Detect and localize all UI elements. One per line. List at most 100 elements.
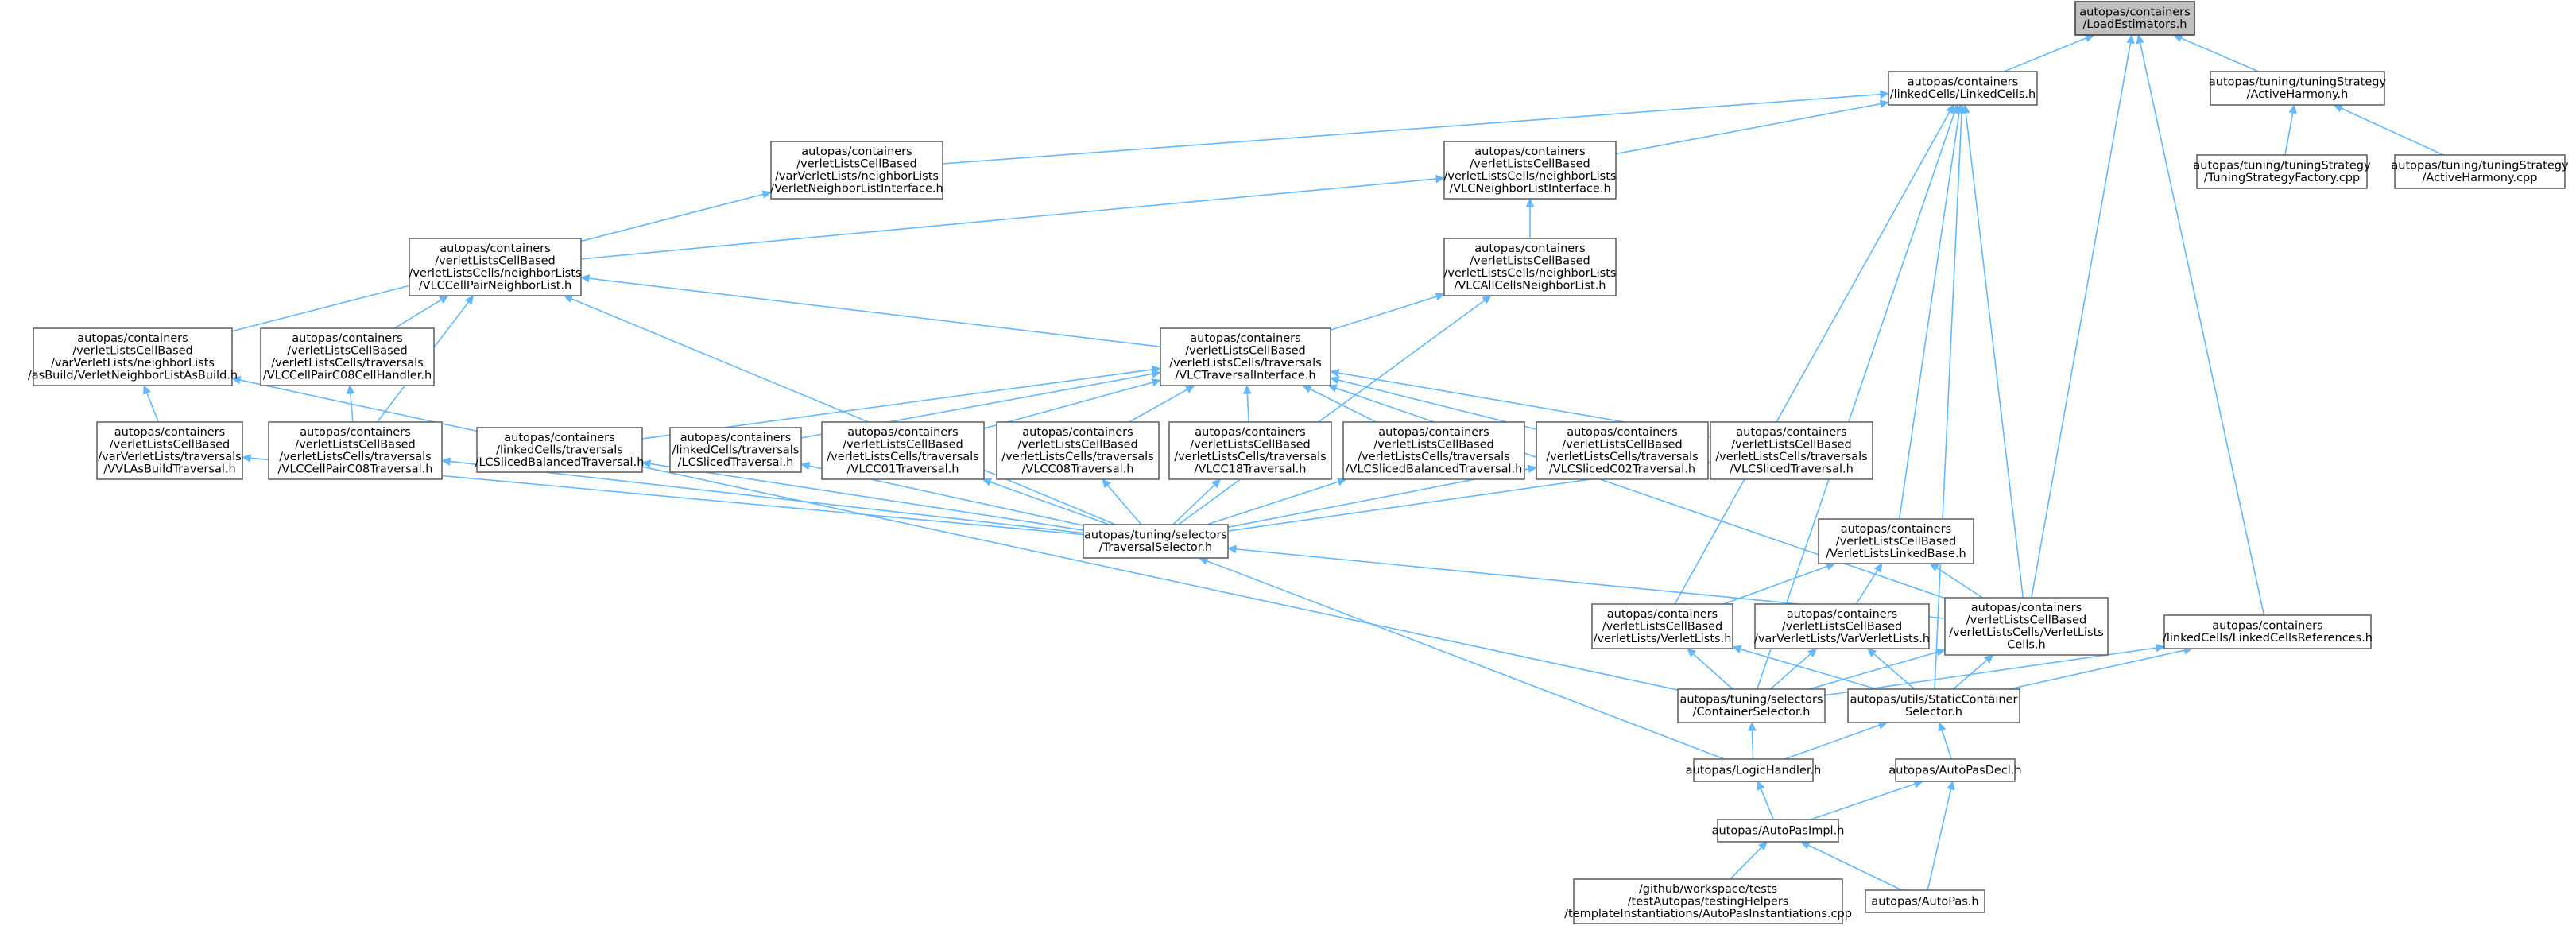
node-vlc-c01-traversal[interactable]: autopas/containers/verletListsCellBased /… <box>821 421 985 480</box>
node-lc-sliced-balanced-traversal[interactable]: autopas/containers/linkedCells/traversal… <box>475 427 645 473</box>
edge-arrowhead <box>1211 478 1222 489</box>
node-label-line: autopas/containers <box>440 242 550 255</box>
edge-line <box>448 460 1084 534</box>
edge-arrowhead <box>1151 378 1162 387</box>
node-label-line: /VLCNeighborListInterface.h <box>1449 183 1610 196</box>
node-lc-sliced-traversal[interactable]: autopas/containers/linkedCells/traversal… <box>669 427 802 473</box>
node-label-line: /ActiveHarmony.h <box>2247 88 2349 101</box>
edge-line <box>1824 647 2158 696</box>
edge-line <box>1246 392 1249 423</box>
node-label-line: autopas/containers <box>1841 523 1951 536</box>
edge-line <box>1337 379 1537 430</box>
edge-line <box>350 392 354 423</box>
node-label-line: /VLCC01Traversal.h <box>847 463 959 476</box>
edge-arrowhead <box>1327 384 1338 393</box>
edge-line <box>1769 653 1812 690</box>
node-label-line: /verletListsCellBased <box>843 439 963 451</box>
node-autopas-instantiations[interactable]: /github/workspace/tests/testAutopas/test… <box>1564 878 1852 924</box>
edge-arrowhead <box>1947 780 1955 791</box>
node-vlc-c08-traversal[interactable]: autopas/containers/verletListsCellBased/… <box>996 421 1160 480</box>
node-label-line: /testAutopas/testingHelpers <box>1628 895 1789 908</box>
node-label-line: /verletListsCells/traversals <box>279 451 431 463</box>
node-tuning-strategy-factory[interactable]: autopas/tuning/tuningStrategy/TuningStra… <box>2193 154 2371 189</box>
node-box <box>1443 238 1617 296</box>
node-box <box>669 427 802 473</box>
node-label-line: /verletListsCellBased <box>1562 439 1683 451</box>
node-linked-cells[interactable]: autopas/containers/linkedCells/LinkedCel… <box>1888 71 2038 106</box>
node-vlc-sliced-c02-traversal[interactable]: autopas/containers/verletListsCellBased/… <box>1536 421 1709 480</box>
edge-line <box>983 381 1154 429</box>
node-verlet-lists-cells[interactable]: autopas/containers/verletListsCellBased/… <box>1944 597 2109 656</box>
edge-arrowhead <box>800 462 811 471</box>
edge-arrowhead <box>1984 654 1994 664</box>
node-active-harmony-h[interactable]: autopas/tuning/tuningStrategy/ActiveHarm… <box>2209 71 2387 106</box>
edge-arrowhead <box>1929 563 1940 572</box>
edge-arrowhead <box>1758 841 1768 851</box>
edge-arrowhead <box>1102 478 1111 489</box>
edge-line <box>1615 103 1882 155</box>
node-linked-cells-references[interactable]: autopas/containers/linkedCells/LinkedCel… <box>2163 614 2373 649</box>
node-label-line: autopas/tuning/selectors <box>1084 529 1227 542</box>
edge-vlc-traversal-interface-to-vlc-cell-pair-neighbor-list <box>579 273 1161 347</box>
edge-vlc-cell-pair-neighbor-list-to-vlc-neighbor-list-interface <box>580 174 1446 260</box>
node-box <box>96 421 243 480</box>
node-verlet-lists-linked-base[interactable]: autopas/containers/verletListsCellBased/… <box>1818 518 1974 564</box>
node-box <box>1536 421 1709 480</box>
node-label-line: /ActiveHarmony.cpp <box>2423 172 2538 184</box>
node-vlc-traversal-interface[interactable]: autopas/containers/verletListsCellBased/… <box>1160 327 1331 386</box>
edge-arrowhead <box>2288 103 2297 114</box>
node-verlet-neighbor-list-interface[interactable]: autopas/containers/verletListsCellBased/… <box>770 141 943 200</box>
edge-arrowhead <box>1527 464 1538 474</box>
node-box <box>2163 614 2372 649</box>
node-label-line: /verletListsCellBased <box>796 158 917 171</box>
edge-line <box>1205 560 1725 760</box>
node-label-line: /verletListsCellBased <box>1017 439 1138 451</box>
node-autopas-h[interactable]: autopas/AutoPas.h <box>1865 889 1985 913</box>
edge-arrowhead <box>1329 376 1340 385</box>
node-label-line: /verletListsCellBased <box>1190 439 1311 451</box>
node-var-verlet-lists[interactable]: autopas/containers/verletListsCellBased/… <box>1754 603 1930 649</box>
edge-line <box>989 481 1110 525</box>
node-label-line: /verletListsCells/traversals <box>271 357 423 370</box>
edge-static-container-selector-to-verlet-lists <box>1731 645 1877 690</box>
node-label-line: /VLCC08Traversal.h <box>1022 463 1134 476</box>
node-label-line: /VLCSlicedTraversal.h <box>1730 463 1854 476</box>
node-label-line: autopas/tuning/tuningStrategy <box>2193 160 2371 172</box>
node-autopas-impl[interactable]: autopas/AutoPasImpl.h <box>1712 819 1845 843</box>
edge-arrowhead <box>2333 104 2344 113</box>
node-autopas-decl[interactable]: autopas/AutoPasDecl.h <box>1888 758 2022 782</box>
edge-line <box>580 178 1438 260</box>
node-label-line: /linkedCells/traversals <box>672 444 800 456</box>
node-vlc-c18-traversal[interactable]: autopas/containers/verletListsCellBased/… <box>1168 421 1332 480</box>
node-vlc-neighbor-list-interface[interactable]: autopas/containers/verletListsCellBased/… <box>1443 141 1617 200</box>
edge-arrowhead <box>2172 34 2183 42</box>
node-vlc-cell-pair-c08-traversal[interactable]: autopas/containers/verletListsCellBased/… <box>268 421 443 480</box>
edge-autopas-h-to-autopas-decl <box>1927 780 1955 891</box>
node-traversal-selector[interactable]: autopas/tuning/selectors/TraversalSelect… <box>1083 524 1229 559</box>
edge-line <box>1807 844 1903 891</box>
edge-line <box>1756 111 1956 690</box>
node-label-line: /asBuild/VerletNeighborListAsBuild.h <box>28 370 238 382</box>
edge-traversal-selector-to-vlc-c01-traversal <box>982 478 1110 525</box>
node-vvl-as-build-traversal[interactable]: autopas/containers/verletListsCellBased/… <box>96 421 243 480</box>
node-verlet-lists[interactable]: autopas/containers/verletListsCellBased/… <box>1591 603 1733 649</box>
node-box <box>2394 154 2566 189</box>
node-vlc-cell-pair-c08-cell-handler[interactable]: autopas/containers/verletListsCellBased/… <box>260 327 435 386</box>
edge-vlc-all-cells-neighbor-list-to-vlc-neighbor-list-interface <box>1525 197 1535 238</box>
node-verlet-neighbor-list-as-build[interactable]: autopas/containers/verletListsCellBased/… <box>28 327 238 386</box>
node-vlc-sliced-balanced-traversal[interactable]: autopas/containers/verletListsCellBased/… <box>1342 421 1525 480</box>
node-vlc-sliced-traversal[interactable]: autopas/containers/verletListsCellBased/… <box>1710 421 1873 480</box>
node-container-selector[interactable]: autopas/tuning/selectors/ContainerSelect… <box>1677 688 1826 723</box>
node-active-harmony-cpp[interactable]: autopas/tuning/tuningStrategy/ActiveHarm… <box>2391 154 2569 189</box>
node-label-line: /VLCAllCellsNeighborList.h <box>1454 280 1606 293</box>
node-label-line: autopas/containers <box>847 426 958 439</box>
edge-line <box>1808 651 1939 690</box>
node-vlc-all-cells-neighbor-list[interactable]: autopas/containers/verletListsCellBased/… <box>1443 238 1617 296</box>
node-logic-handler[interactable]: autopas/LogicHandler.h <box>1686 758 1822 782</box>
node-box <box>2074 1 2195 36</box>
node-label-line: /VVLAsBuildTraversal.h <box>103 463 235 476</box>
node-vlc-cell-pair-neighbor-list[interactable]: autopas/containers/verletListsCellBased/… <box>409 238 582 296</box>
node-load-estimators[interactable]: autopas/containers/LoadEstimators.h <box>2074 1 2195 36</box>
edge-traversal-selector-to-vlc-all-cells-neighbor-list <box>1178 295 1492 525</box>
